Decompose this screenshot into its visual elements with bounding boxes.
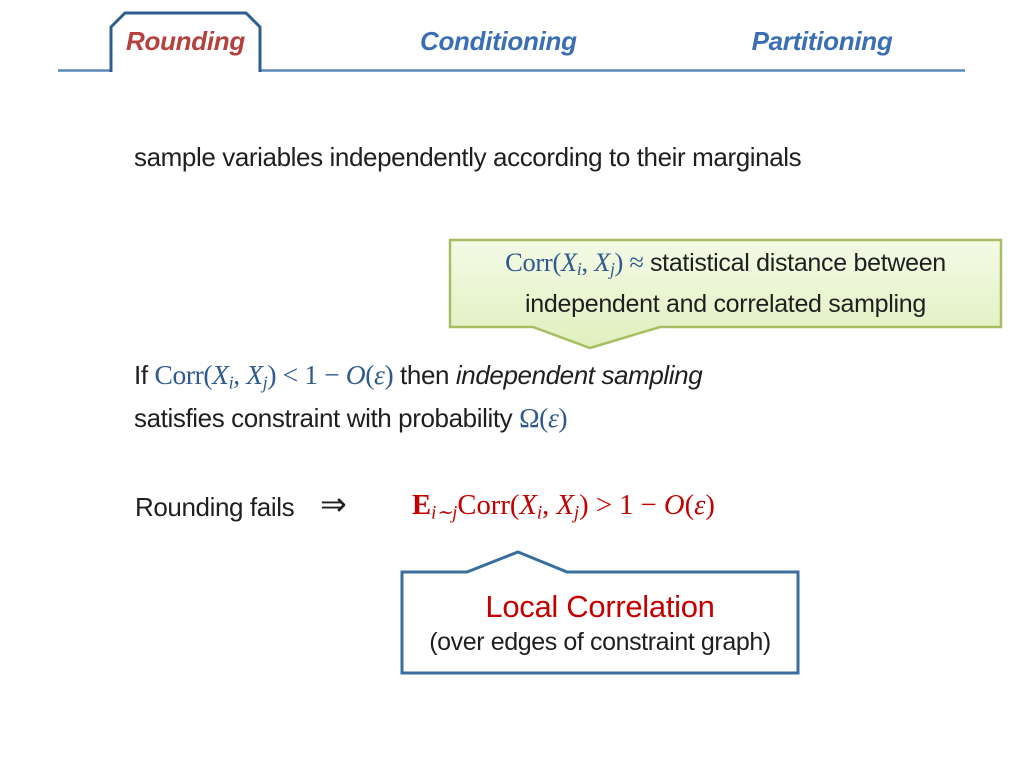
tab-conditioning: Conditioning xyxy=(420,26,577,56)
tab-bar xyxy=(58,11,965,72)
green-callout-text: Corr(Xi, Xj) ≈ statistical distance betw… xyxy=(450,240,1001,327)
green-callout-line1: Corr(Xi, Xj) ≈ statistical distance betw… xyxy=(505,246,946,280)
blue-callout-title: Local Correlation xyxy=(485,588,715,624)
claim-text: If Corr(Xi, Xj) < 1 − O(ε) then independ… xyxy=(134,357,703,436)
green-callout-shape xyxy=(448,238,1003,350)
active-tab-outline xyxy=(109,11,262,72)
blue-callout-subtitle: (over edges of constraint graph) xyxy=(429,627,771,656)
green-callout-line2: independent and correlated sampling xyxy=(525,290,926,319)
tab-rounding: Rounding xyxy=(126,26,245,56)
tab-partitioning: Partitioning xyxy=(751,26,893,56)
blue-callout-shape xyxy=(400,550,800,675)
local-correlation-callout: Local Correlation (over edges of constra… xyxy=(390,540,810,685)
claim-line2: satisfies constraint with probability Ω(… xyxy=(134,402,568,434)
implies-arrow-icon: ⇒ xyxy=(320,486,347,522)
blue-callout-text: Local Correlation (over edges of constra… xyxy=(402,572,798,673)
claim-line1: If Corr(Xi, Xj) < 1 − O(ε) then independ… xyxy=(134,359,703,393)
rounding-fails-label: Rounding fails xyxy=(135,492,295,522)
green-callout: Corr(Xi, Xj) ≈ statistical distance betw… xyxy=(440,230,1015,355)
statement-marginals: sample variables independently according… xyxy=(134,142,802,172)
local-correlation-formula: Ei∼jCorr(Xi, Xj) > 1 − O(ε) xyxy=(412,489,715,524)
